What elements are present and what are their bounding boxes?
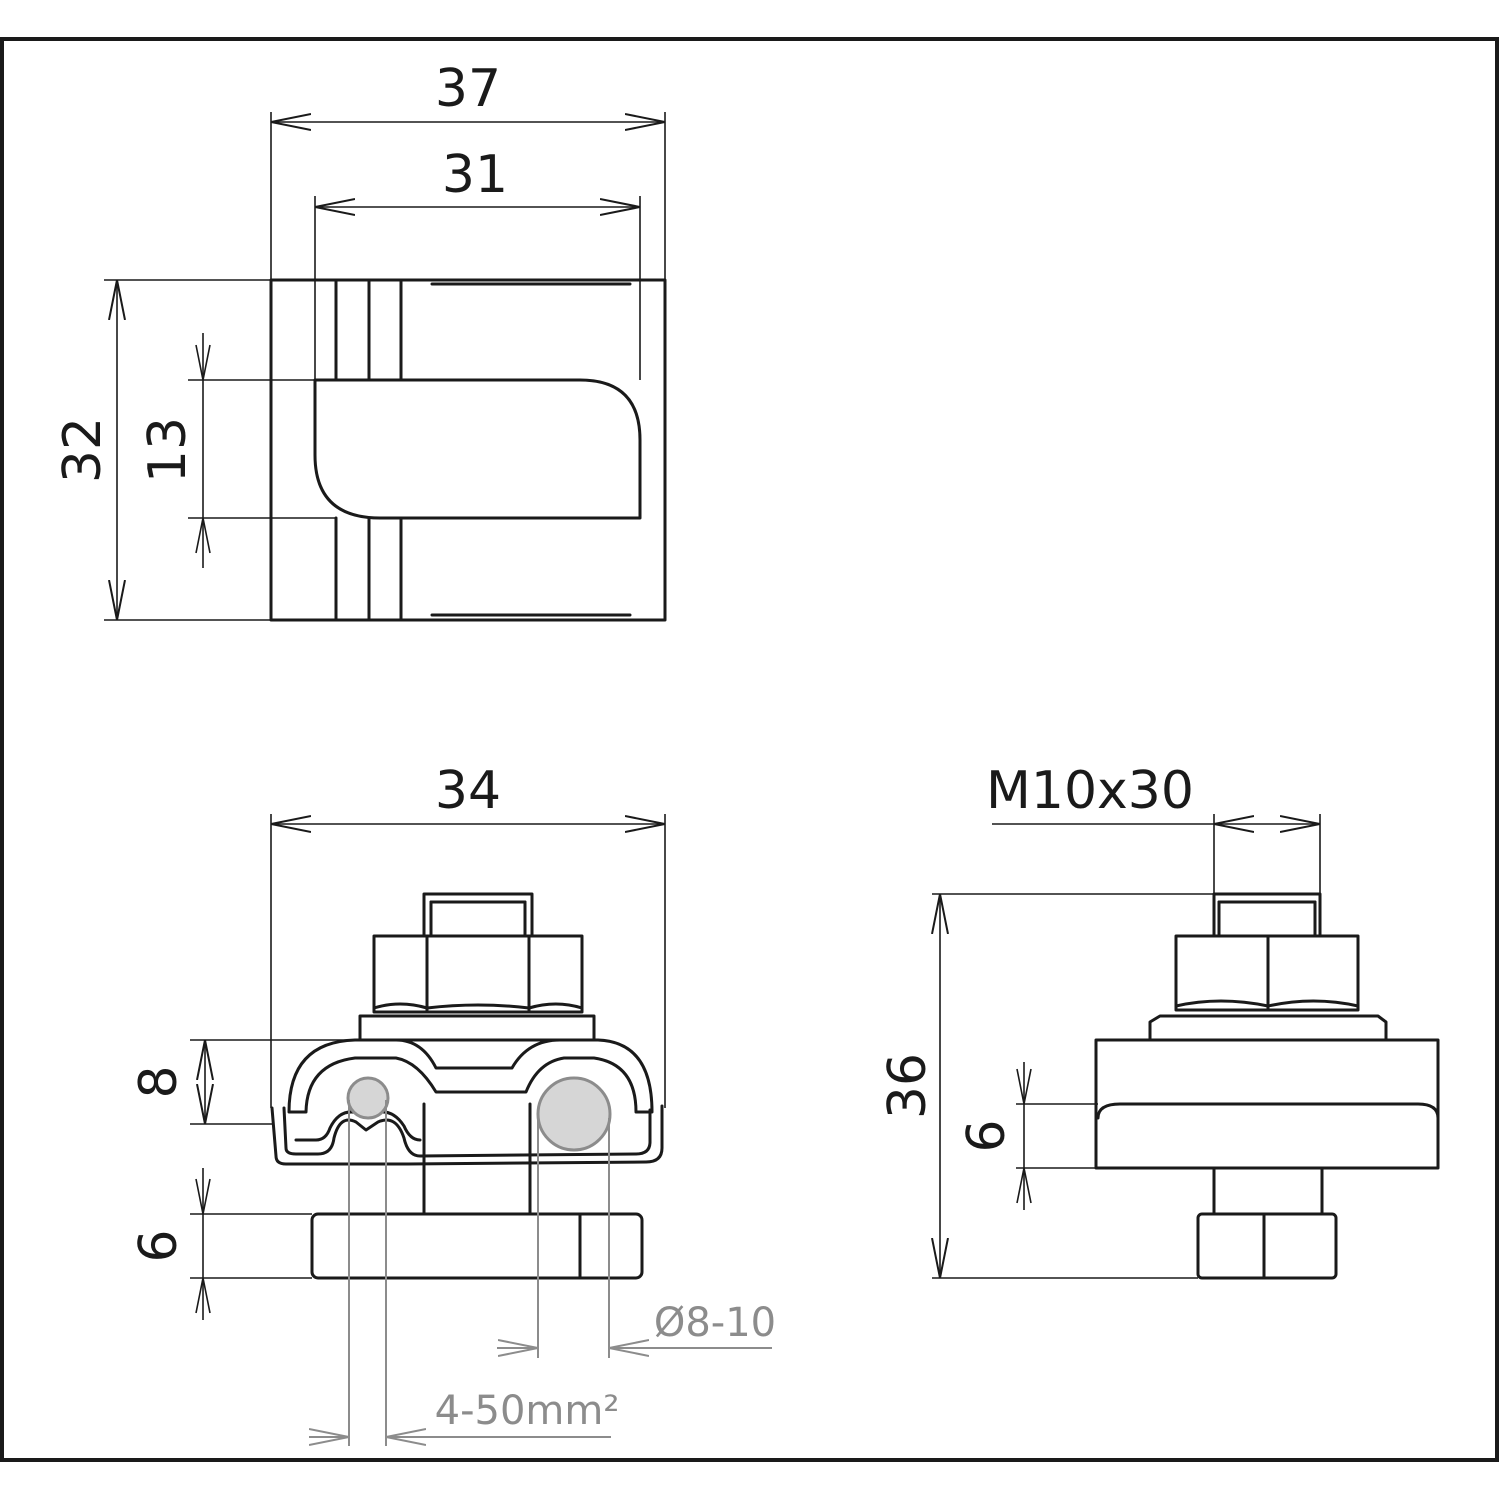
dim-top-width-inner: 31 — [442, 145, 508, 205]
front-view — [270, 892, 664, 1280]
dim-front-base-thickness: 6 — [129, 1229, 189, 1262]
top-view — [269, 278, 667, 622]
dim-front-width: 34 — [435, 761, 501, 821]
dim-top-height-overall: 32 — [53, 417, 113, 483]
top-view-dimensions — [104, 112, 666, 621]
dim-stranded-conductor: 4-50mm² — [435, 1388, 620, 1434]
dim-round-conductor: Ø8-10 — [654, 1300, 776, 1346]
dim-top-width-overall: 37 — [435, 59, 501, 119]
stranded-conductor — [346, 1076, 390, 1120]
front-view-dimensions — [190, 814, 772, 1446]
dim-top-slot-height: 13 — [138, 417, 198, 483]
dim-side-plate-thickness: 6 — [957, 1119, 1017, 1152]
dim-side-bolt-size: M10x30 — [986, 761, 1194, 821]
round-conductor — [536, 1076, 612, 1152]
side-view — [1094, 892, 1440, 1280]
drawing-frame — [0, 37, 1499, 1462]
side-view-dimensions — [932, 814, 1321, 1279]
dim-front-clamp-height: 8 — [129, 1065, 189, 1098]
dim-side-height-overall: 36 — [878, 1053, 938, 1119]
